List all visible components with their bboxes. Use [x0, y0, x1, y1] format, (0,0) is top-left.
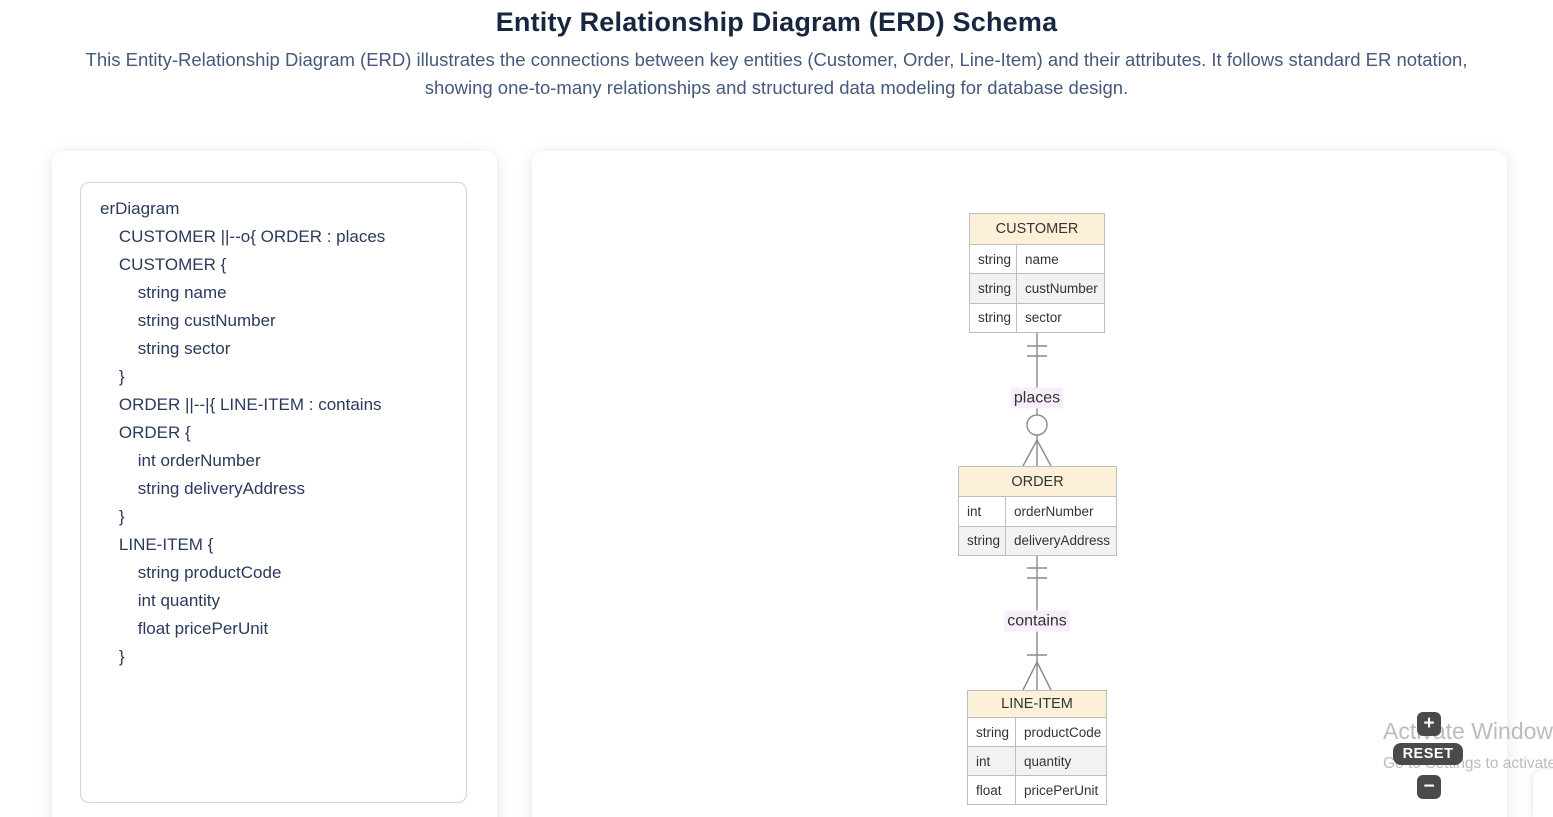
attribute-type: string: [969, 245, 1017, 275]
entity-title: CUSTOMER: [969, 213, 1105, 245]
zoom-out-button[interactable]: −: [1417, 775, 1441, 799]
mermaid-code-input[interactable]: erDiagram CUSTOMER ||--o{ ORDER : places…: [80, 182, 467, 803]
attribute-name: deliveryAddress: [1006, 526, 1117, 556]
entity-title: LINE-ITEM: [967, 690, 1107, 718]
zoom-reset-button[interactable]: RESET: [1393, 743, 1463, 765]
attribute-type: float: [967, 776, 1016, 805]
attribute-type: int: [958, 497, 1006, 527]
attribute-type: string: [958, 526, 1006, 556]
relationship-label-places: places: [1010, 387, 1064, 409]
attribute-name: sector: [1017, 303, 1105, 333]
attribute-type: string: [969, 274, 1017, 304]
attribute-name: pricePerUnit: [1016, 776, 1107, 805]
attribute-name: orderNumber: [1006, 497, 1117, 527]
attribute-name: custNumber: [1017, 274, 1105, 304]
page-subtitle: This Entity-Relationship Diagram (ERD) i…: [85, 49, 1468, 98]
attribute-name: quantity: [1016, 747, 1107, 776]
attribute-type: int: [967, 747, 1016, 776]
zoom-in-button[interactable]: +: [1417, 712, 1441, 736]
code-editor-card: erDiagram CUSTOMER ||--o{ ORDER : places…: [52, 151, 497, 817]
attribute-name: name: [1017, 245, 1105, 275]
corner-overlay: [1533, 770, 1553, 817]
attribute-type: string: [967, 718, 1016, 747]
page-title: Entity Relationship Diagram (ERD) Schema: [495, 7, 1058, 37]
relationship-label-contains: contains: [1004, 610, 1070, 632]
entity-title: ORDER: [958, 466, 1117, 497]
attribute-type: string: [969, 303, 1017, 333]
attribute-name: productCode: [1016, 718, 1107, 747]
watermark-line1: Activate Windows: [1383, 718, 1553, 744]
